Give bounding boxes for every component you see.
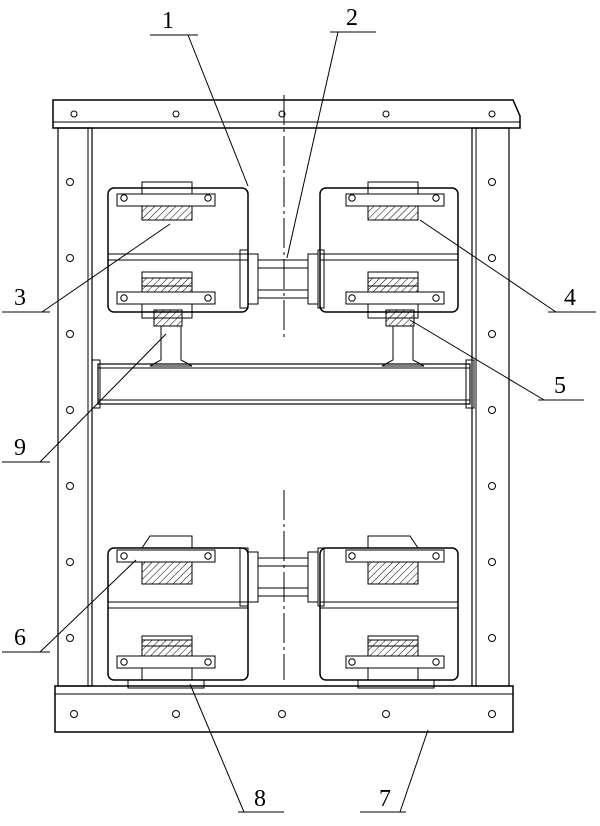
bolt-icon <box>66 330 74 338</box>
bolt-icon <box>66 254 74 262</box>
bolt-icon <box>66 634 74 642</box>
bearing-block-lower-tr <box>345 535 445 585</box>
label-2: 2 <box>346 5 358 31</box>
bearing-block-mid-right <box>345 271 445 319</box>
rail-wheel-right <box>381 309 425 367</box>
bolt-icon <box>120 552 128 560</box>
bolt-icon <box>66 406 74 414</box>
bolt-icon <box>66 558 74 566</box>
bearing-block-lower-br <box>345 635 445 681</box>
label-4: 4 <box>564 285 576 311</box>
bolt-icon <box>278 110 286 118</box>
bolt-icon <box>382 110 390 118</box>
callout-labels: 1 2 3 4 5 6 7 8 9 <box>14 5 576 812</box>
lower-assembly <box>107 535 459 689</box>
bearing-block-top-right <box>345 181 445 221</box>
cross-beam <box>91 359 475 409</box>
bolt-icon <box>348 552 356 560</box>
label-3: 3 <box>14 285 26 311</box>
bolt-icon <box>488 710 496 718</box>
label-5: 5 <box>554 373 566 399</box>
bolt-icon <box>432 658 440 666</box>
bolt-icon <box>348 294 356 302</box>
bolt-icon <box>432 552 440 560</box>
bolt-icon <box>432 194 440 202</box>
base-pad-left <box>127 679 205 689</box>
bolt-icon <box>488 110 496 118</box>
label-6: 6 <box>14 625 26 651</box>
bolt-icon <box>204 294 212 302</box>
bearing-block-lower-bl <box>116 635 216 681</box>
coupling-lower <box>239 547 325 607</box>
bearing-block-mid-left <box>116 271 216 319</box>
bearing-block-top-left <box>116 181 216 221</box>
bolt-icon <box>204 194 212 202</box>
bolt-icon <box>204 658 212 666</box>
bolt-icon <box>348 194 356 202</box>
bolt-icon <box>488 330 496 338</box>
bolt-icon <box>488 178 496 186</box>
coupling-upper <box>239 249 325 309</box>
leader-lines <box>2 31 596 813</box>
bolt-icon <box>488 634 496 642</box>
bolt-icon <box>204 552 212 560</box>
rail-wheel-left <box>149 309 193 367</box>
bolt-icon <box>120 658 128 666</box>
bolt-icon <box>488 482 496 490</box>
bolt-icon <box>382 710 390 718</box>
bolt-icon <box>172 110 180 118</box>
label-1: 1 <box>162 8 174 34</box>
upper-assembly <box>91 181 475 409</box>
label-9: 9 <box>14 435 26 461</box>
bolt-icon <box>488 406 496 414</box>
bolt-icon <box>66 178 74 186</box>
bolt-icon <box>66 482 74 490</box>
label-8: 8 <box>254 786 266 812</box>
base-pad-right <box>357 679 435 689</box>
bolt-icon <box>348 658 356 666</box>
bolt-icon <box>172 710 180 718</box>
bolt-icon <box>488 558 496 566</box>
bolt-group <box>66 110 496 718</box>
bolt-icon <box>70 710 78 718</box>
bolt-icon <box>432 294 440 302</box>
bolt-icon <box>120 294 128 302</box>
bolt-icon <box>70 110 78 118</box>
outer-frame <box>52 99 521 733</box>
bolt-icon <box>278 710 286 718</box>
bolt-icon <box>120 194 128 202</box>
bearing-block-lower-tl <box>116 535 216 585</box>
bolt-icon <box>488 254 496 262</box>
label-7: 7 <box>379 786 391 812</box>
